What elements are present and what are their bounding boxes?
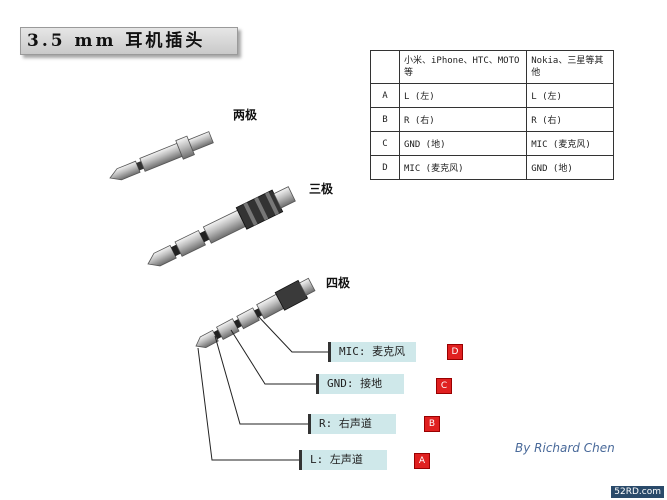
- pin-table: 小米、iPhone、HTC、MOTO等 Nokia、三星等其他 A L (左) …: [370, 50, 614, 180]
- leader-line-l: [197, 347, 299, 461]
- callout-right: R: 右声道: [308, 414, 396, 434]
- table-cell-pin: B: [370, 107, 400, 132]
- three-pole-plug: [147, 186, 296, 267]
- table-cell: MIC (麦克风): [526, 131, 614, 156]
- two-pole-plug: [109, 131, 214, 181]
- letter-marker-a: A: [414, 453, 430, 469]
- table-header-cell: Nokia、三星等其他: [526, 50, 614, 84]
- watermark: 52RD.com: [611, 486, 664, 498]
- letter-marker-c: C: [436, 378, 452, 394]
- four-pole-label: 四极: [326, 276, 351, 290]
- callout-mic: MIC: 麦克风: [328, 342, 416, 362]
- table-row: C GND (地) MIC (麦克风): [370, 131, 614, 156]
- table-cell-pin: A: [370, 83, 400, 108]
- leader-line-mic: [257, 315, 328, 353]
- letter-marker-b: B: [424, 416, 440, 432]
- table-cell-pin: D: [370, 155, 400, 180]
- callout-gnd: GND: 接地: [316, 374, 404, 394]
- page-title: 3.5 mm 耳机插头: [20, 27, 238, 55]
- letter-marker-d: D: [447, 344, 463, 360]
- table-cell: R (右): [526, 107, 614, 132]
- table-cell: L (左): [398, 83, 528, 108]
- table-cell: GND (地): [526, 155, 614, 180]
- table-row: B R (右) R (右): [370, 107, 614, 132]
- leader-line-gnd: [230, 329, 316, 385]
- callout-left: L: 左声道: [299, 450, 387, 470]
- author-credit: By Richard Chen: [515, 441, 615, 455]
- leader-lines: [197, 315, 328, 461]
- table-row: D MIC (麦克风) GND (地): [370, 155, 614, 180]
- table-cell: MIC (麦克风): [398, 155, 528, 180]
- four-pole-plug: [195, 277, 316, 348]
- table-header-cell: [370, 50, 400, 84]
- two-pole-label: 两极: [233, 108, 258, 122]
- table-cell: R (右): [398, 107, 528, 132]
- three-pole-label: 三极: [309, 182, 334, 196]
- leader-line-r: [214, 335, 308, 425]
